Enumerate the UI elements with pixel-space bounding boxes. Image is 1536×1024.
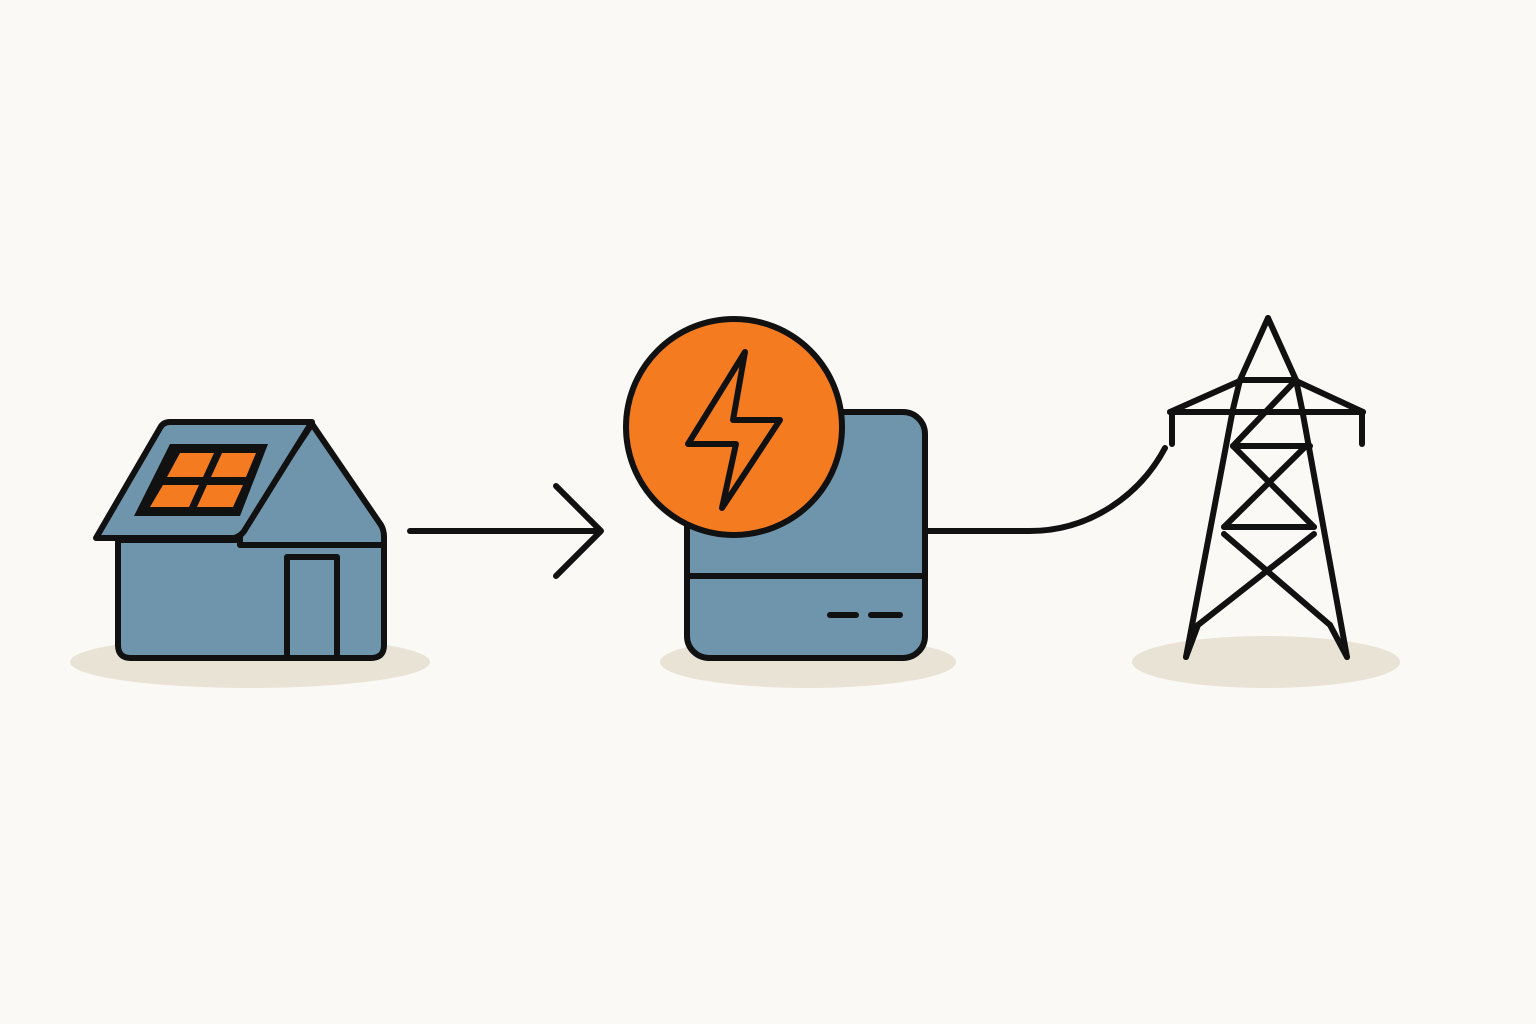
- tower-lattice: [1183, 622, 1201, 660]
- arrow-head: [553, 483, 604, 579]
- lightning-badge: [623, 316, 845, 538]
- solar-cell: [211, 453, 256, 477]
- tower-lattice: [1221, 443, 1309, 530]
- tower-lattice: [1221, 531, 1333, 628]
- house-with-solar-panel-icon: [70, 419, 430, 688]
- house-door: [284, 554, 340, 661]
- solar-cell: [197, 485, 243, 507]
- tower-lattice: [1327, 622, 1350, 660]
- house-gable: [237, 421, 387, 548]
- tower-lattice: [1195, 531, 1317, 628]
- power-cable: [922, 445, 1168, 534]
- transmission-tower-icon: [1132, 315, 1400, 688]
- tower-right-leg: [1265, 315, 1350, 660]
- inverter-with-lightning-badge-icon: [623, 316, 1168, 688]
- tower-crossarm-brace: [1167, 377, 1366, 415]
- tower-lattice: [1230, 377, 1299, 449]
- house-wall: [115, 537, 387, 661]
- flow-arrow-icon: [407, 483, 604, 579]
- tower-left-leg: [1183, 315, 1271, 660]
- lightning-bolt-icon: [685, 349, 783, 511]
- solar-cell: [150, 485, 199, 507]
- tower-shadow: [1132, 636, 1400, 688]
- solar-cell: [167, 453, 214, 477]
- tower-lattice: [1230, 443, 1317, 530]
- solar-panel-icon: [134, 444, 268, 516]
